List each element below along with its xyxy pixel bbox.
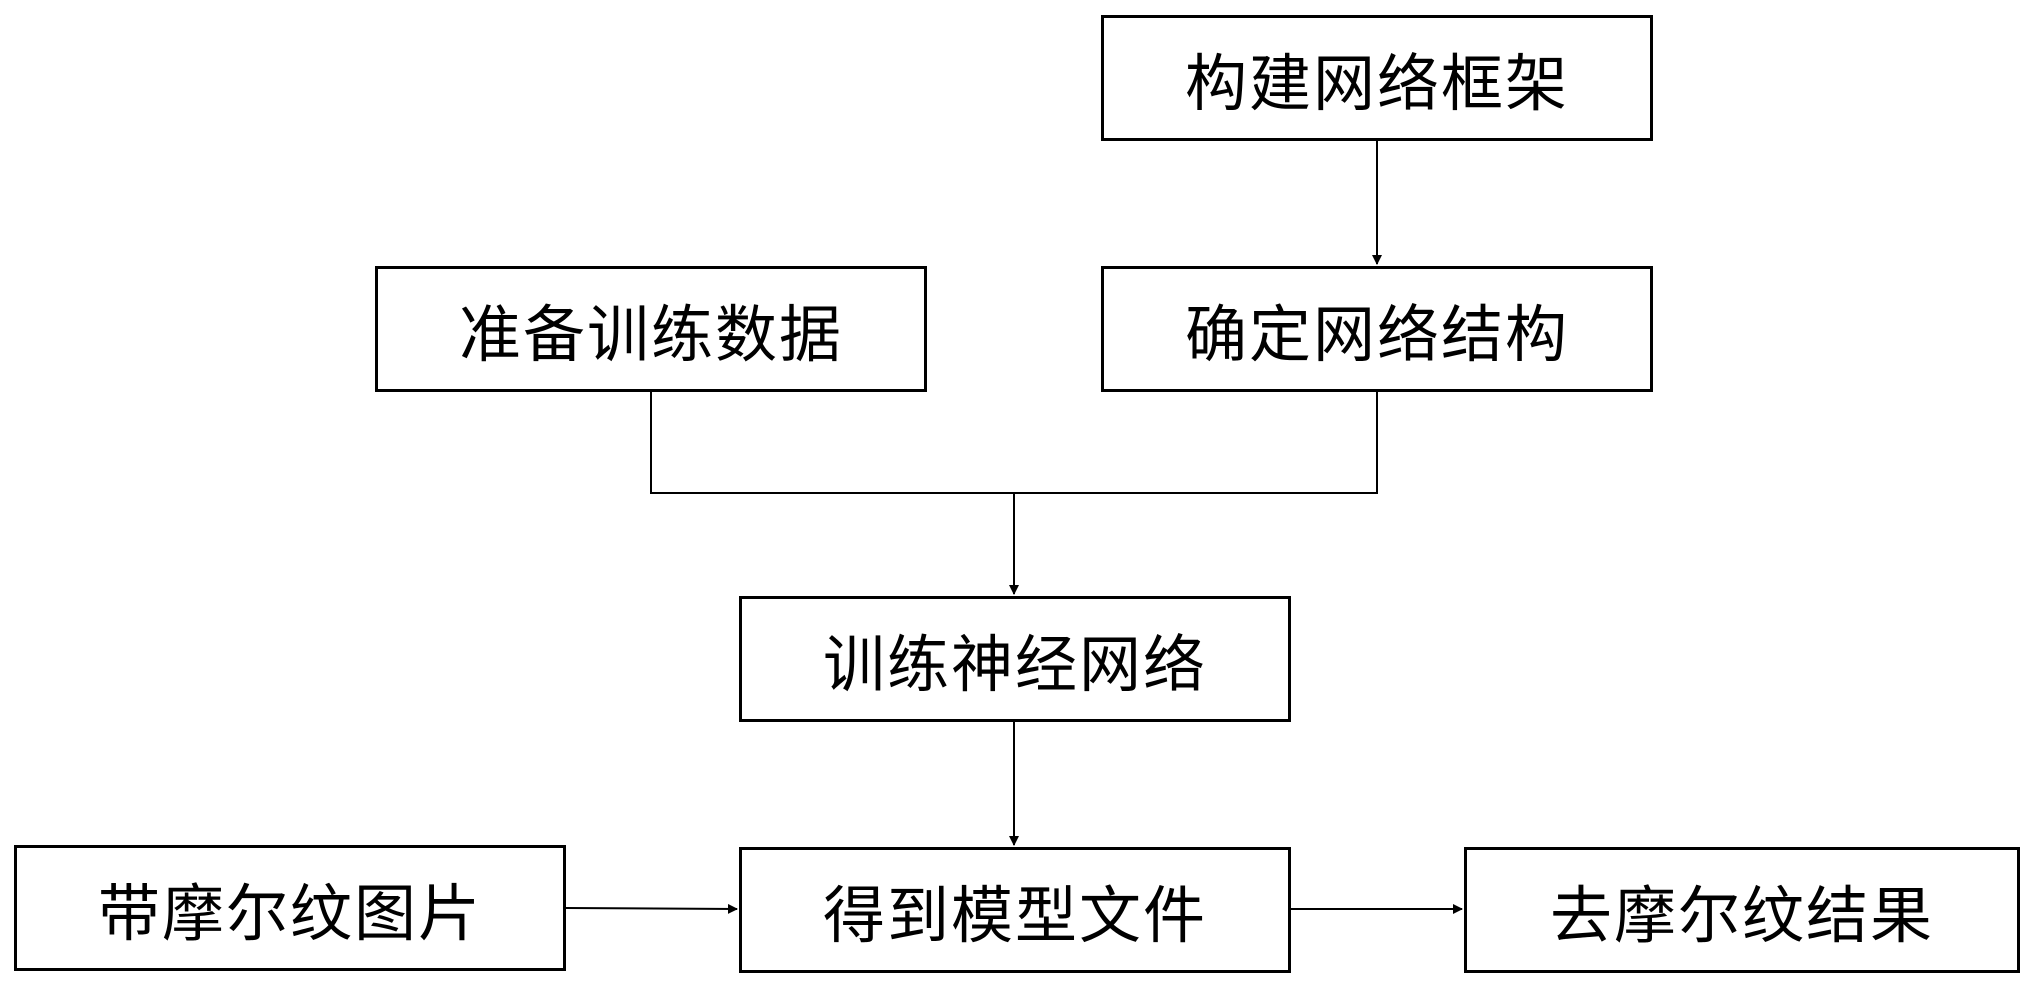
node-model-file: 得到模型文件	[739, 847, 1291, 973]
edge-moire-to-model	[565, 903, 738, 914]
node-demoire-result-label: 去摩尔纹结果	[1549, 879, 1934, 952]
edge-determine-to-train	[1014, 392, 1378, 494]
node-model-file-label: 得到模型文件	[822, 879, 1207, 952]
node-determine-structure-label: 确定网络结构	[1184, 298, 1569, 371]
node-build-framework: 构建网络框架	[1101, 15, 1653, 141]
node-moire-image: 带摩尔纹图片	[14, 845, 566, 971]
node-build-framework-label: 构建网络框架	[1184, 47, 1569, 120]
node-moire-image-label: 带摩尔纹图片	[97, 877, 482, 950]
node-train-network-label: 训练神经网络	[822, 628, 1207, 701]
edge-prepare-to-train	[650, 392, 1014, 494]
node-train-network: 训练神经网络	[739, 596, 1291, 722]
node-determine-structure: 确定网络结构	[1101, 266, 1653, 392]
node-prepare-data: 准备训练数据	[375, 266, 927, 392]
node-prepare-data-label: 准备训练数据	[458, 298, 843, 371]
node-demoire-result: 去摩尔纹结果	[1464, 847, 2020, 973]
